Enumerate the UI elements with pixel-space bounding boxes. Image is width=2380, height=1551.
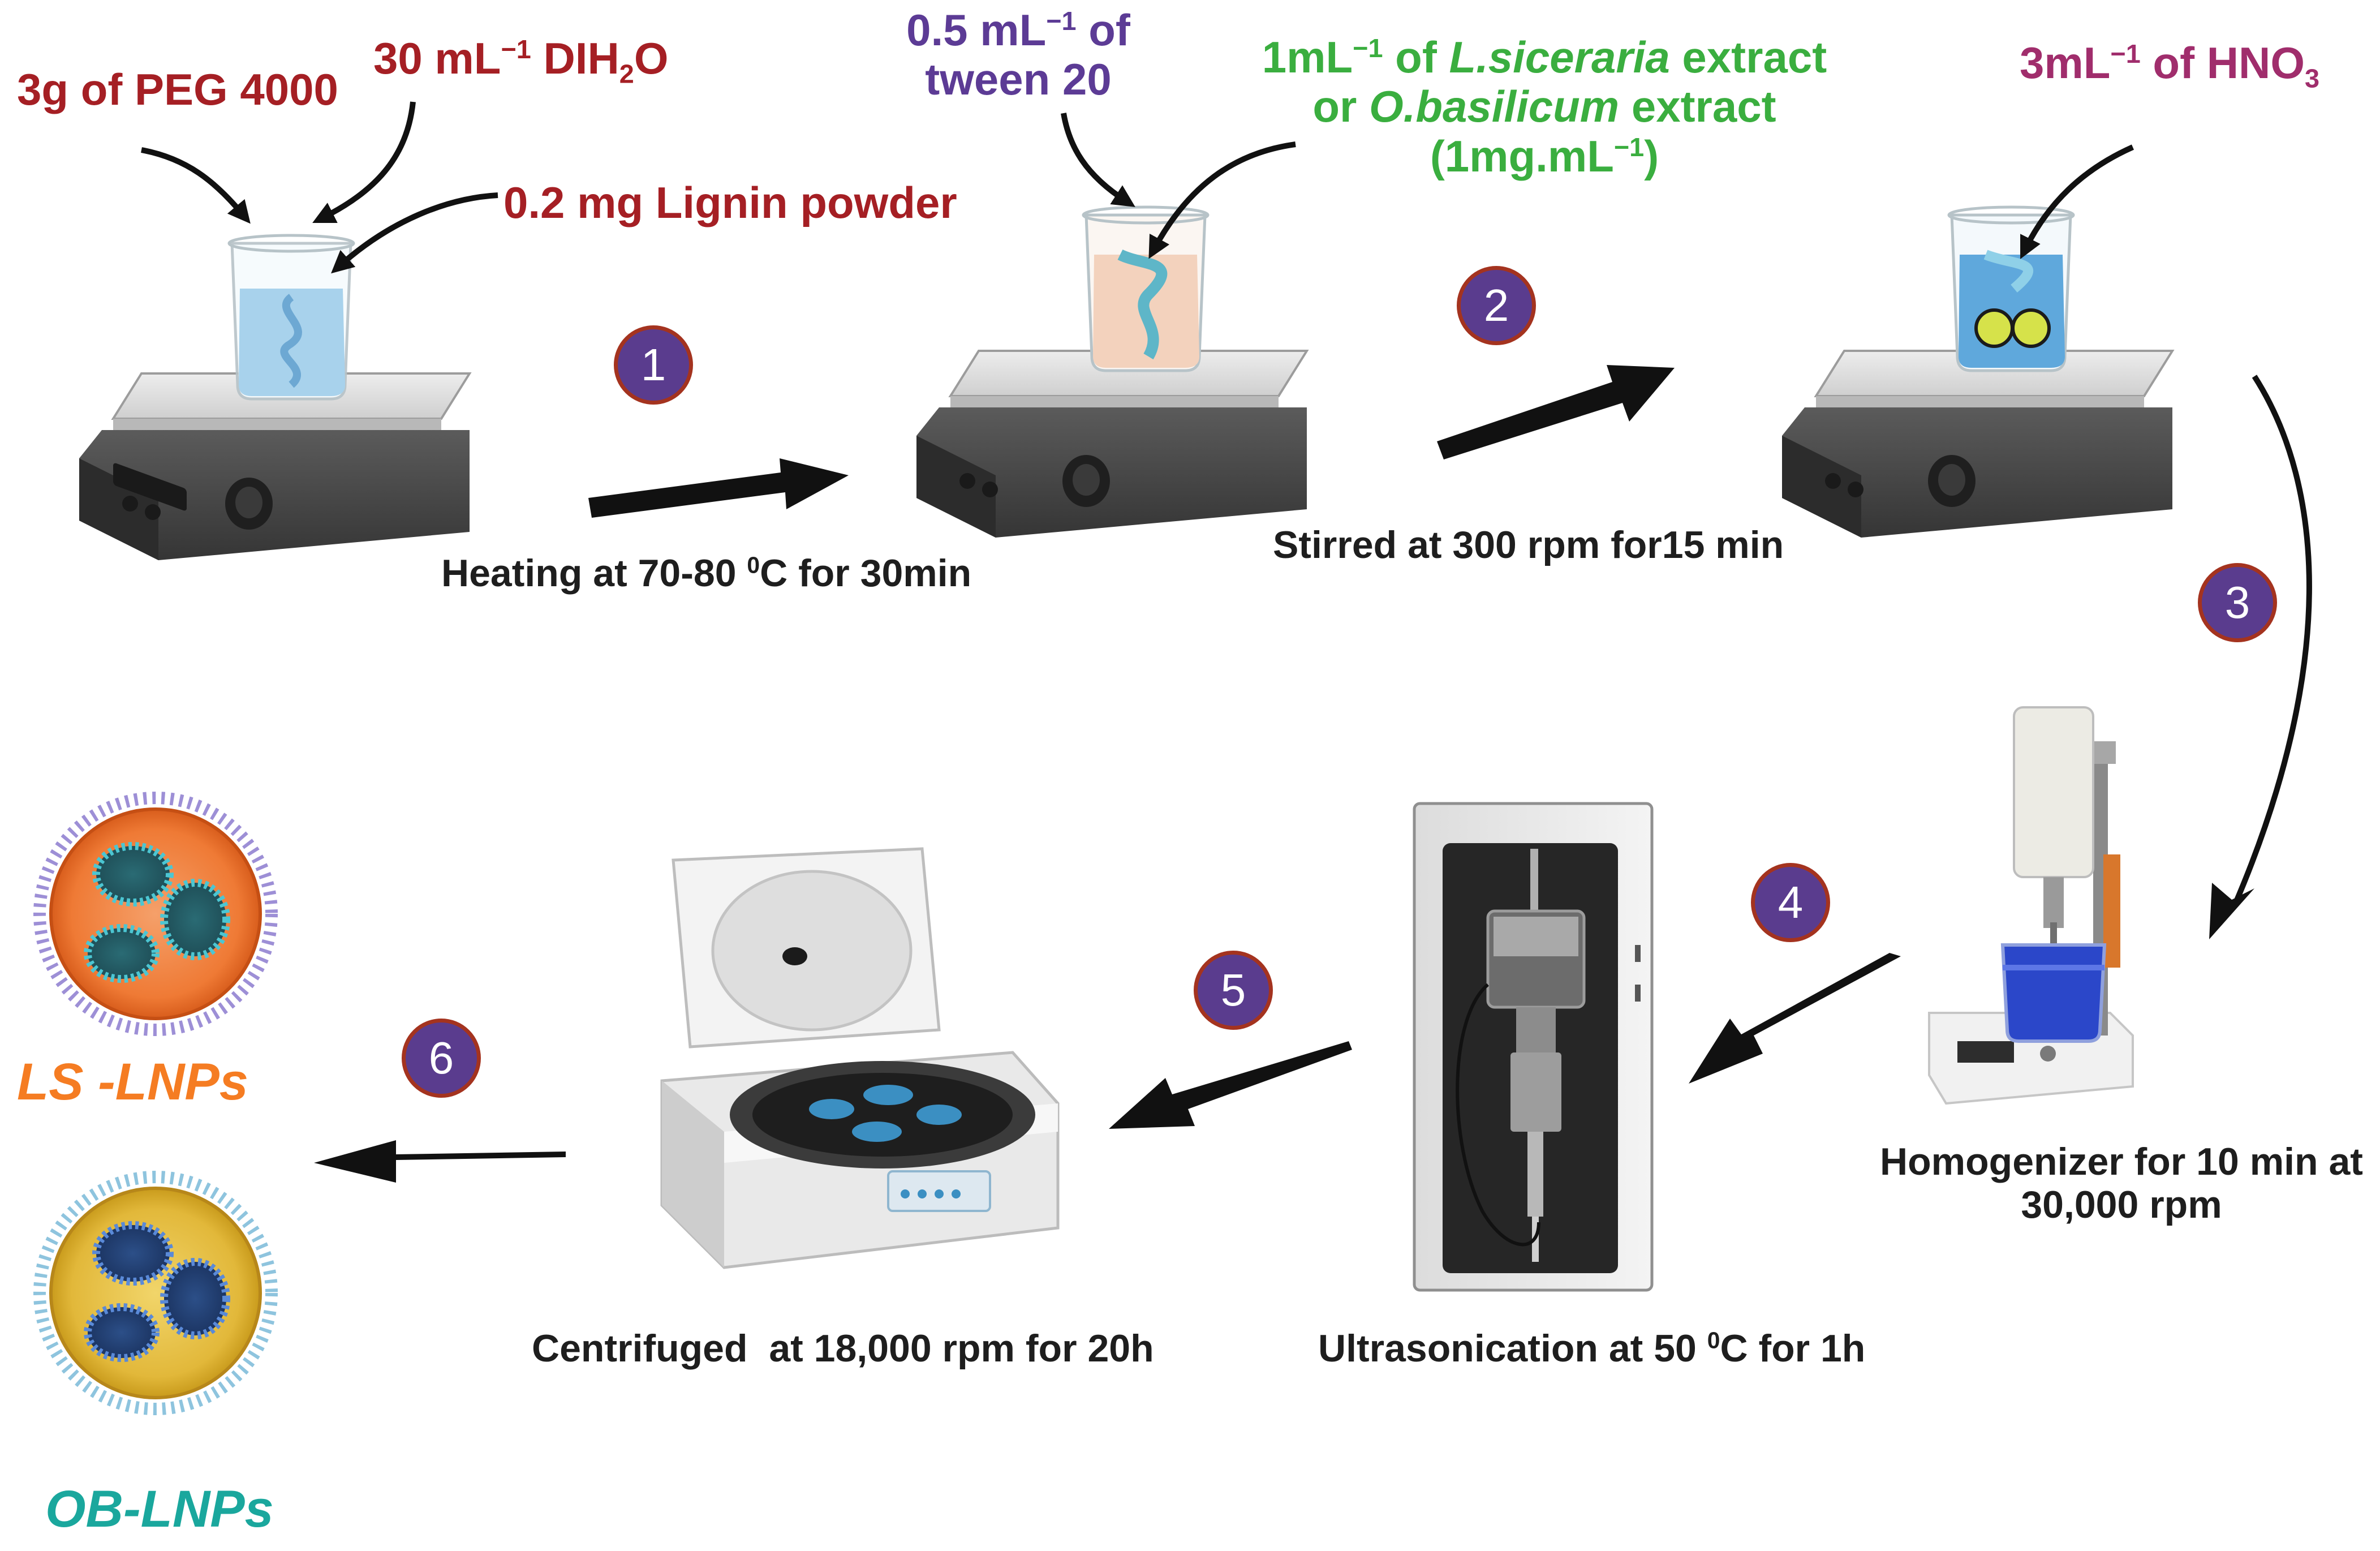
ob-lnps-label: OB-LNPs [45,1480,274,1538]
step-badge-1: 1 [614,325,693,405]
hot-plate-stirrer-icon [1782,350,2175,538]
step-badge-2: 2 [1457,266,1536,345]
arrow-icon [1148,141,1296,259]
ultrasonicator-icon [1413,802,1654,1292]
ultrasonication-condition-label: Ultrasonication at 50 0C for 1h [1318,1327,1866,1370]
ls-lnps-label: LS -LNPs [17,1053,248,1111]
beaker-icon [227,234,355,401]
arrow-icon [1437,365,1675,459]
hot-plate-stirrer-1 [79,234,472,560]
process-arrows [314,365,2312,1183]
step-badge-3: 3 [2198,563,2277,642]
hot-plate-stirrer-3 [1782,205,2175,538]
arrow-icon [331,192,498,274]
beaker-icon [1082,205,1210,372]
arrow-icon [2020,144,2134,259]
reagent-acid-label: 3mL−1 of HNO3 [2020,38,2320,93]
arrow-icon [1109,1041,1352,1129]
hot-plate-stirrer-icon [79,372,472,560]
pointer-arrows [141,101,2134,274]
arrow-icon [1689,953,1901,1084]
ls-lnp-nanoparticle-icon [33,792,278,1036]
stirring-condition-label: Stirred at 300 rpm for15 min [1273,523,1784,566]
arrow-icon [588,458,849,518]
step-badge-5: 5 [1194,951,1273,1030]
hot-plate-stirrer-2 [916,205,1309,538]
arrow-icon [312,101,416,223]
step-badge-4: 4 [1751,863,1830,942]
arrow-icon [2209,375,2312,939]
step-badge-6: 6 [402,1019,481,1098]
reagent-peg-label: 3g of PEG 4000 [17,65,338,114]
heating-condition-label: Heating at 70-80 0C for 30min [441,552,972,595]
beaker-icon [1947,205,2075,372]
reagent-water-label: 30 mL−1 DIH2O [373,33,669,89]
arrow-icon [314,1140,566,1183]
hot-plate-stirrer-icon [916,350,1309,538]
centrifuge-icon [660,847,1060,1269]
arrow-icon [1061,113,1135,207]
reagent-lignin-label: 0.2 mg Lignin powder [503,178,957,227]
centrifugation-condition-label: Centrifuged at 18,000 rpm for 20h [532,1327,1154,1370]
ob-lnp-nanoparticle-icon [33,1171,278,1415]
homogenizer-icon [1928,706,2134,1105]
arrow-icon [141,147,251,224]
